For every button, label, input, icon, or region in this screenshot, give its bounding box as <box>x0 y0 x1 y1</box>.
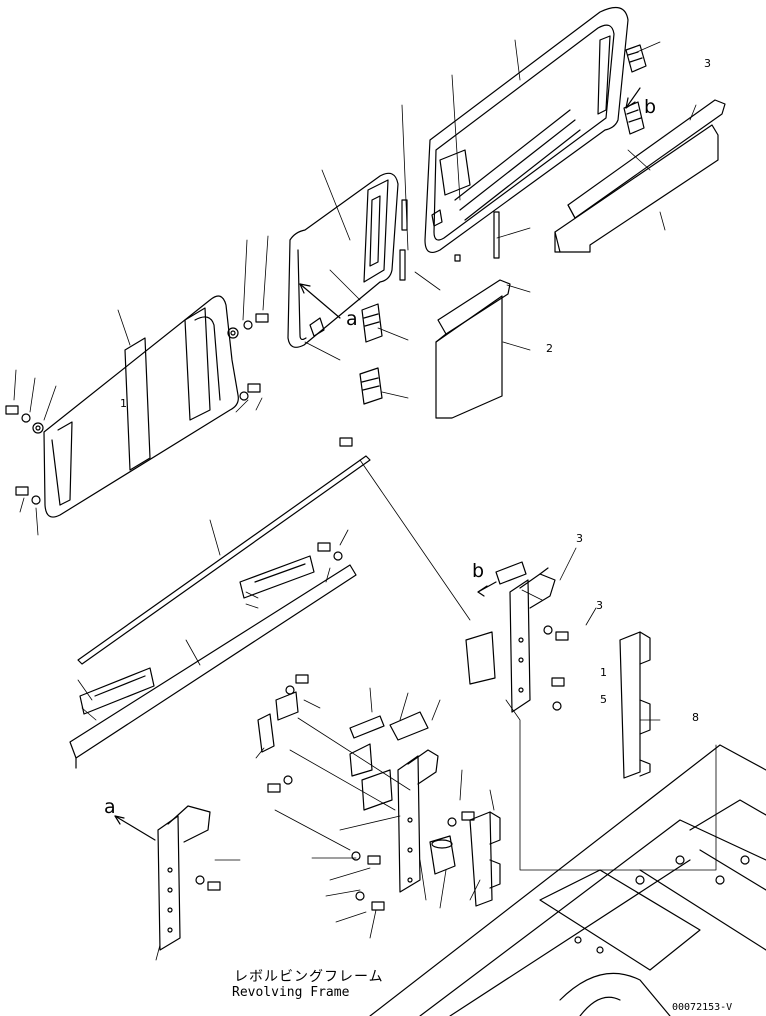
view-label-b-top: b <box>644 96 657 118</box>
callout-counterweight-top: 3 <box>704 57 711 70</box>
callout-upright-8: 8 <box>692 711 699 724</box>
bracket-bottom-left <box>157 805 221 951</box>
bolts-washers <box>5 313 353 505</box>
callout-panel-left: 1 <box>120 397 127 410</box>
counterweight-blocks-top <box>554 99 726 253</box>
left-side-panel <box>43 295 239 518</box>
brackets-lower-center <box>257 674 501 911</box>
middle-side-panel <box>287 172 399 348</box>
revolving-frame <box>369 744 766 1016</box>
view-label-a-bottom: a <box>104 796 116 818</box>
latch-b-top <box>623 44 647 135</box>
upright-counterweight <box>619 631 651 779</box>
rods <box>399 199 500 281</box>
callout-center-cover: 2 <box>546 342 553 355</box>
center-cover <box>435 279 511 419</box>
callout-bracket-right-5: 5 <box>600 693 607 706</box>
long-rails <box>69 455 371 769</box>
latches-middle <box>359 303 383 405</box>
direction-arrows <box>114 87 641 841</box>
leader-lines <box>13 39 717 961</box>
view-label-b-mid: b <box>472 560 485 582</box>
bracket-right-upper <box>465 561 569 713</box>
callout-bracket-right-3: 3 <box>576 532 583 545</box>
callout-bracket-3: 3 <box>596 599 603 612</box>
caption-japanese: レボルビングフレーム <box>234 969 384 985</box>
callout-bracket-right-1: 1 <box>600 666 607 679</box>
caption-english: Revolving Frame <box>232 985 350 1000</box>
view-label-a-top: a <box>346 308 358 330</box>
drawing-number: 00072153-V <box>672 1002 733 1013</box>
